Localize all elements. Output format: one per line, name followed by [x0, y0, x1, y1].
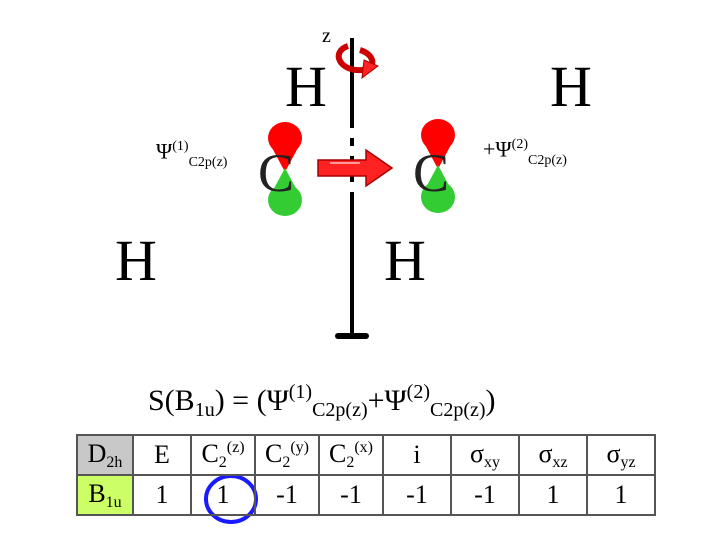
- char-cell: 1: [518, 474, 588, 516]
- atom-h-top-right: H: [550, 54, 592, 119]
- irrep-cell: B1u: [76, 474, 134, 516]
- z-axis-label: z: [322, 25, 331, 47]
- rotation-arrow-head: [361, 59, 379, 80]
- char-cell: -1: [318, 474, 384, 516]
- char-cell: -1: [450, 474, 520, 516]
- character-table-irrep-row: B1u 1 1 -1 -1 -1 -1 1 1: [76, 474, 656, 516]
- char-cell: 1: [586, 474, 656, 516]
- left-p-orbital-bottom-lobe: [268, 184, 302, 216]
- psi2-label: +Ψ(2)C2p(z): [483, 136, 567, 169]
- op-cell-c2z: C2(z): [190, 434, 256, 476]
- char-cell-highlighted: 1: [190, 474, 256, 516]
- symmetry-equation: S(B1u) = (Ψ(1)C2p(z)+Ψ(2)C2p(z)): [148, 381, 496, 421]
- atom-c-left: C: [258, 143, 295, 203]
- op-cell-sigma-xy: σxy: [450, 434, 520, 476]
- character-table-header-row: D2h E C2(z) C2(y) C2(x) i σxy σxz σyz: [76, 434, 656, 476]
- char-cell: 1: [132, 474, 192, 516]
- op-cell-c2x: C2(x): [318, 434, 384, 476]
- left-p-orbital-top-tip: [270, 144, 300, 172]
- atom-h-bottom-right: H: [384, 228, 426, 293]
- char-cell: -1: [254, 474, 320, 516]
- atom-c-right: C: [413, 143, 450, 203]
- translation-arrow-icon: [317, 148, 394, 188]
- right-p-orbital-top-tip: [423, 141, 453, 169]
- group-cell: D2h: [76, 434, 134, 476]
- op-cell-i: i: [382, 434, 452, 476]
- psi1-label: Ψ(1)C2p(z): [156, 138, 228, 171]
- rotation-arrow-icon: [335, 43, 376, 74]
- op-cell-sigma-yz: σyz: [586, 434, 656, 476]
- atom-h-top-left: H: [285, 54, 327, 119]
- atom-h-bottom-left: H: [115, 228, 157, 293]
- character-table: D2h E C2(z) C2(y) C2(x) i σxy σxz σyz B1…: [76, 434, 656, 516]
- op-cell-sigma-xz: σxz: [518, 434, 588, 476]
- right-p-orbital-bottom-lobe: [421, 181, 455, 213]
- op-cell-c2y: C2(y): [254, 434, 320, 476]
- op-cell-e: E: [132, 434, 192, 476]
- char-cell: -1: [382, 474, 452, 516]
